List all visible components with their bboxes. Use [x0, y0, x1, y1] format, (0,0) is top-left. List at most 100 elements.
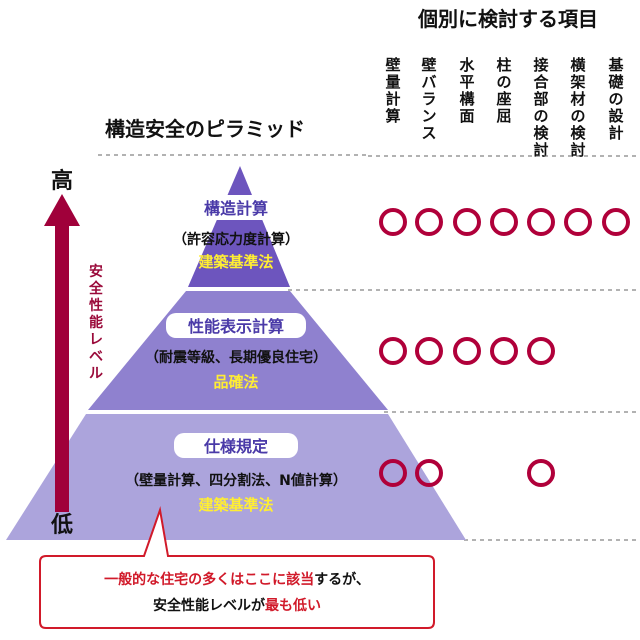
tier-label-box [174, 433, 298, 458]
column-label: 壁量計算 [385, 56, 400, 125]
column-label-char: 検 [533, 124, 549, 142]
tier-law-label: 建築基準法 [198, 253, 273, 271]
safety-axis: 高 低 安全性能レベル [44, 168, 104, 538]
column-label-char: 討 [570, 141, 585, 159]
tier-label-box [174, 195, 298, 220]
column-label-char: 柱 [496, 56, 511, 74]
circle-mark-icon [527, 337, 555, 365]
circle-mark-icon [527, 459, 555, 487]
circle-mark-icon [379, 337, 407, 365]
evaluation-marks [379, 208, 630, 487]
circle-mark-icon [564, 208, 592, 236]
column-label-char: 検 [570, 124, 586, 142]
column-label-char: 架 [569, 73, 585, 91]
column-label-char: 壁 [385, 56, 400, 74]
circle-mark-icon [379, 208, 407, 236]
column-label-char: 接 [533, 56, 548, 74]
axis-high-label: 高 [51, 168, 73, 194]
safety-level-label: 安全性能レベル [88, 263, 104, 382]
circle-mark-icon [453, 208, 481, 236]
column-label-char: 面 [459, 107, 474, 125]
column-label-char: の [608, 90, 623, 108]
tier: 構造計算 （許容応力度計算） 建築基準法 [173, 195, 299, 271]
column-label-char: の [533, 107, 548, 125]
tier-label: 性能表示計算 [188, 317, 284, 336]
column-label-char: の [496, 73, 511, 91]
column-label-char: バ [421, 73, 436, 91]
tier-sub-label: （許容応力度計算） [173, 231, 299, 248]
column-label-char: ラ [421, 90, 436, 108]
circle-mark-icon [490, 208, 518, 236]
column-label-char: 設 [608, 107, 624, 125]
callout-line-1: 一般的な住宅の多くはここに該当するが、 [104, 571, 370, 588]
tier-middle-shape [88, 291, 388, 410]
safety-level-char: 能 [89, 314, 103, 331]
column-label-char: 礎 [607, 73, 624, 91]
column-label-char: ン [421, 107, 436, 125]
callout-line-2-highlight: 最も低い [265, 597, 321, 614]
callout-line-2-start: 安全性能レベルが [153, 597, 266, 614]
safety-level-char: ル [89, 366, 103, 382]
column-label-char: 平 [459, 73, 474, 91]
column-label-char: 基 [607, 56, 624, 74]
circle-mark-icon [602, 208, 630, 236]
circle-mark-icon [415, 459, 443, 487]
circle-mark-icon [490, 337, 518, 365]
callout-line-1-highlight: 一般的な住宅の多くはここに該当 [104, 571, 314, 588]
safety-level-char: 全 [88, 280, 104, 297]
safety-level-char: 安 [89, 263, 103, 280]
tier-top-shape [188, 166, 290, 287]
column-label-char: 水 [459, 56, 475, 74]
pyramid [6, 166, 466, 540]
safety-level-char: レ [89, 332, 103, 348]
tier-sub-label: （耐震等級、長期優良住宅） [145, 349, 327, 366]
circle-mark-icon [453, 337, 481, 365]
tier: 性能表示計算 （耐震等級、長期優良住宅） 品確法 [145, 313, 327, 391]
tier-label-box [166, 313, 306, 338]
column-label-char: 屈 [496, 107, 511, 125]
column-label-char: 算 [385, 107, 400, 125]
up-arrow-icon [44, 194, 80, 512]
column-label-char: 構 [459, 90, 474, 108]
tier: 仕様規定 （壁量計算、四分割法、N値計算） 建築基準法 [125, 433, 347, 514]
column-dividers [288, 155, 640, 541]
column-label-char: 討 [533, 141, 548, 159]
column-label-char: 材 [570, 90, 585, 108]
tier-law-label: 品確法 [213, 373, 258, 391]
items-header: 個別に検討する項目 [417, 7, 598, 31]
tier-label: 構造計算 [204, 199, 268, 218]
axis-low-label: 低 [50, 513, 73, 538]
pyramid-title: 構造安全のピラミッド [105, 117, 305, 141]
column-label-char: 部 [533, 90, 548, 108]
column-label-char: 計 [385, 90, 400, 108]
circle-mark-icon [527, 208, 555, 236]
tier-law-label: 建築基準法 [198, 496, 273, 514]
callout-box [39, 506, 435, 629]
column-label-char: の [570, 107, 585, 125]
callout-line-1-rest: するが、 [314, 571, 370, 588]
column-label-char: 量 [385, 73, 400, 91]
safety-level-char: 性 [89, 297, 103, 314]
circle-mark-icon [415, 208, 443, 236]
column-label-char: 合 [532, 73, 549, 91]
tier-texts: 構造計算（許容応力度計算）建築基準法性能表示計算（耐震等級、長期優良住宅）品確法… [125, 195, 347, 514]
tier-sub-label: （壁量計算、四分割法、N値計算） [125, 472, 347, 489]
column-label-char: 壁 [421, 56, 436, 74]
column-label-char: 横 [570, 56, 586, 74]
column-label-char: 計 [608, 124, 623, 142]
callout: 一般的な住宅の多くはここに該当するが、 安全性能レベルが最も低い [39, 506, 435, 629]
circle-mark-icon [379, 459, 407, 487]
callout-line-2: 安全性能レベルが最も低い [153, 597, 321, 614]
circle-mark-icon [415, 337, 443, 365]
tier-label: 仕様規定 [203, 437, 268, 456]
column-label-char: 座 [495, 90, 511, 108]
safety-level-char: ベ [89, 349, 103, 365]
